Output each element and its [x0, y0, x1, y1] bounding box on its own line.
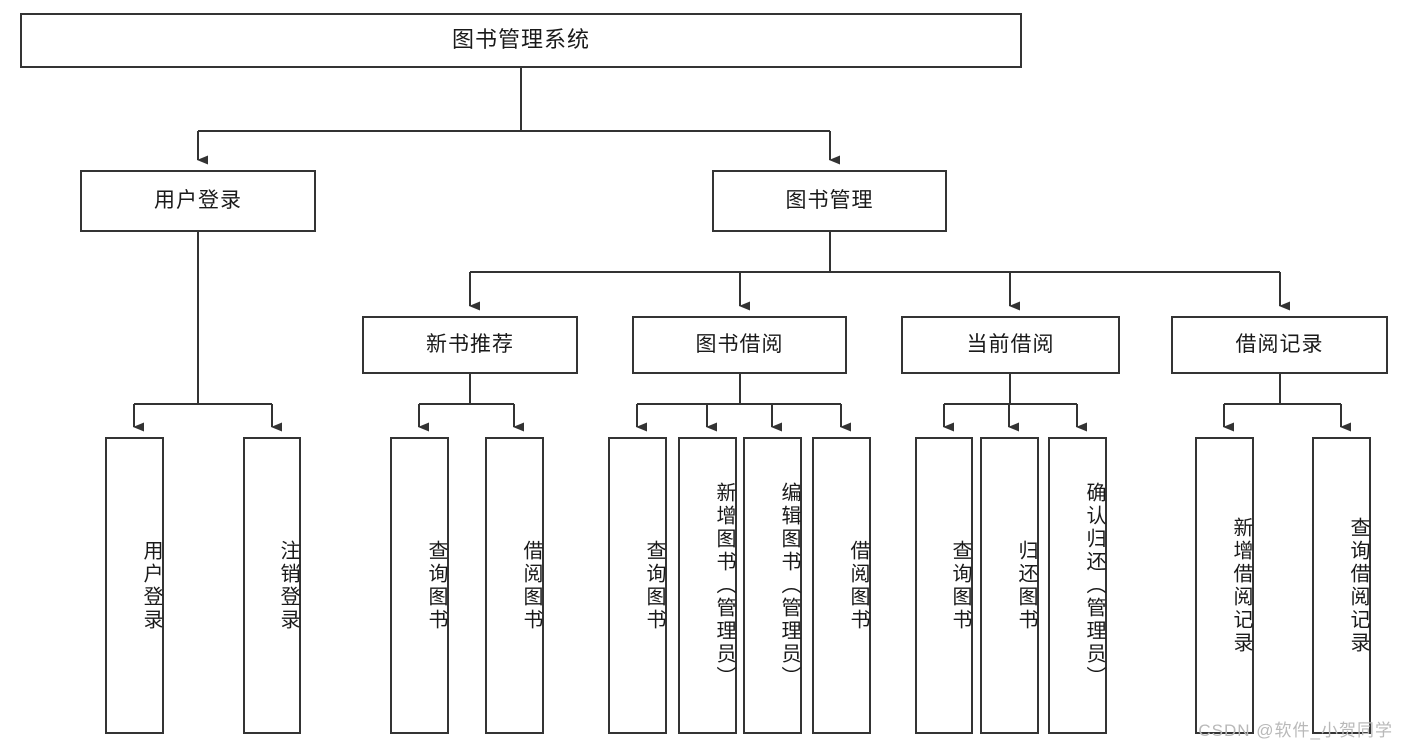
node-label: 编辑图书（管理员）: [778, 482, 800, 689]
leaf-add-borrow-record[interactable]: 新增借阅记录: [1195, 437, 1254, 734]
node-label: 用户登录: [154, 189, 242, 213]
leaf-logout[interactable]: 注销登录: [243, 437, 301, 734]
node-label: 新增借阅记录: [1230, 516, 1252, 655]
leaf-query-book-current[interactable]: 查询图书: [915, 437, 973, 734]
node-book-borrow[interactable]: 图书借阅: [632, 316, 847, 374]
node-label: 归还图书: [1015, 539, 1037, 632]
node-label: 查询图书: [643, 539, 665, 632]
node-current-borrow[interactable]: 当前借阅: [901, 316, 1120, 374]
node-root-system[interactable]: 图书管理系统: [20, 13, 1022, 68]
node-label: 图书管理: [785, 189, 874, 213]
node-label: 注销登录: [277, 539, 299, 632]
node-borrow-record[interactable]: 借阅记录: [1171, 316, 1388, 374]
node-label: 新书推荐: [426, 333, 514, 357]
leaf-query-book-recommend[interactable]: 查询图书: [390, 437, 449, 734]
node-label: 借阅图书: [847, 539, 869, 632]
node-label: 查询图书: [425, 539, 447, 632]
leaf-edit-book[interactable]: 编辑图书（管理员）: [743, 437, 802, 734]
node-label: 查询借阅记录: [1347, 516, 1369, 655]
node-book-manage[interactable]: 图书管理: [712, 170, 947, 232]
node-label: 查询图书: [949, 539, 971, 632]
leaf-return-book[interactable]: 归还图书: [980, 437, 1039, 734]
node-new-book-recommend[interactable]: 新书推荐: [362, 316, 578, 374]
leaf-query-book-borrow[interactable]: 查询图书: [608, 437, 667, 734]
watermark: CSDN @软件_小贺同学: [1198, 721, 1393, 740]
leaf-query-borrow-record[interactable]: 查询借阅记录: [1312, 437, 1371, 734]
leaf-add-book[interactable]: 新增图书（管理员）: [678, 437, 737, 734]
node-label: 确认归还（管理员）: [1083, 482, 1105, 689]
node-label: 当前借阅: [966, 333, 1055, 357]
node-label: 图书管理系统: [451, 27, 590, 53]
node-label: 图书借阅: [695, 333, 784, 357]
node-user-login[interactable]: 用户登录: [80, 170, 316, 232]
leaf-borrow-book-recommend[interactable]: 借阅图书: [485, 437, 544, 734]
node-label: 借阅图书: [520, 539, 542, 632]
node-label: 借阅记录: [1235, 333, 1324, 357]
node-label: 用户登录: [140, 539, 162, 632]
node-label: 新增图书（管理员）: [713, 482, 735, 689]
leaf-user-login[interactable]: 用户登录: [105, 437, 164, 734]
leaf-confirm-return[interactable]: 确认归还（管理员）: [1048, 437, 1107, 734]
leaf-borrow-book[interactable]: 借阅图书: [812, 437, 871, 734]
